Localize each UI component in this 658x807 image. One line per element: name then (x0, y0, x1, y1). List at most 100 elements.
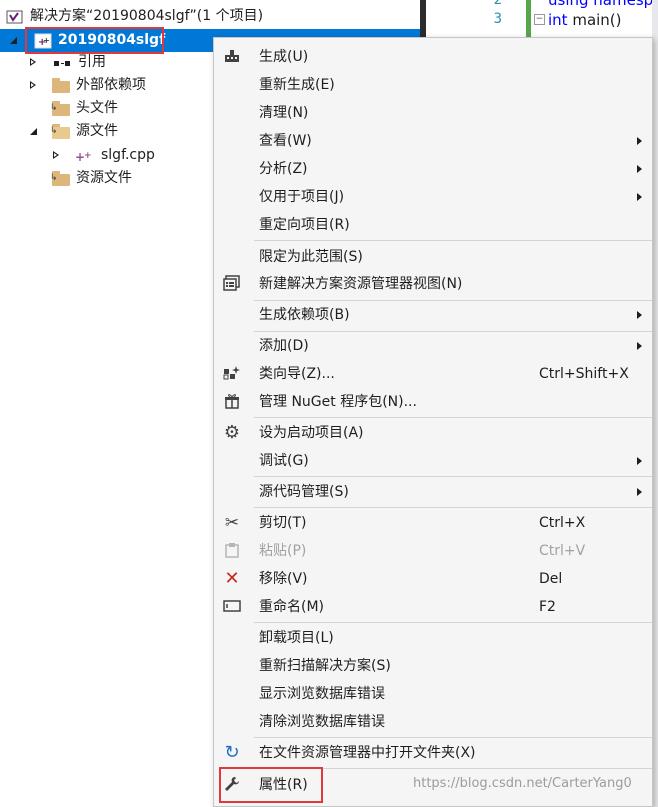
solution-node[interactable]: 解决方案“20190804slgf”(1 个项目) (6, 5, 263, 28)
menu-shortcut: F2 (539, 599, 556, 615)
menu-item-unload[interactable]: 卸载项目(L) (214, 624, 652, 652)
menu-label: 粘贴(P) (259, 543, 307, 559)
tree-item-label: 引用 (78, 54, 106, 70)
menu-label: 属性(R) (259, 777, 308, 793)
menu-label: 清除浏览数据库错误 (259, 714, 385, 730)
menu-item-paste[interactable]: 粘贴(P) Ctrl+V (214, 537, 652, 565)
visual-studio-solution-icon (6, 9, 24, 25)
menu-separator (254, 331, 652, 332)
menu-label: 限定为此范围(S) (259, 249, 363, 265)
menu-separator (254, 240, 652, 241)
class-wizard-icon (222, 365, 242, 383)
menu-separator (254, 300, 652, 301)
menu-label: 添加(D) (259, 338, 309, 354)
menu-label: 管理 NuGet 程序包(N)... (259, 394, 417, 410)
change-indicator (526, 0, 531, 40)
collapse-arrow-icon[interactable] (8, 29, 20, 52)
menu-item-startup[interactable]: ⚙ 设为启动项目(A) (214, 419, 652, 447)
collapse-box-icon[interactable]: − (534, 14, 545, 25)
svg-text:+: + (84, 151, 92, 161)
gear-icon: ⚙ (223, 422, 241, 443)
open-folder-icon: ↳ (50, 123, 70, 139)
expand-arrow-icon[interactable] (51, 144, 63, 167)
menu-item-source-control[interactable]: 源代码管理(S) (214, 478, 652, 506)
menu-item-clean[interactable]: 清理(N) (214, 99, 652, 127)
menu-label: 调试(G) (259, 453, 309, 469)
expand-arrow-icon[interactable] (28, 74, 40, 97)
editor-scrollbar[interactable] (652, 0, 658, 807)
tree-item-label: slgf.cpp (101, 147, 155, 163)
menu-item-rescan[interactable]: 重新扫描解决方案(S) (214, 652, 652, 680)
folder-icon (52, 77, 70, 93)
menu-item-remove[interactable]: ✕ 移除(V) Del (214, 565, 652, 593)
menu-separator (254, 476, 652, 477)
menu-item-view[interactable]: 查看(W) (214, 127, 652, 155)
menu-label: 移除(V) (259, 571, 308, 587)
menu-item-scope[interactable]: 限定为此范围(S) (214, 243, 652, 271)
menu-item-build-deps[interactable]: 生成依赖项(B) (214, 301, 652, 329)
menu-item-nuget[interactable]: 管理 NuGet 程序包(N)... (214, 388, 652, 416)
svg-text:+: + (43, 36, 50, 45)
menu-item-rename[interactable]: 重命名(M) F2 (214, 593, 652, 621)
menu-label: 清理(N) (259, 105, 309, 121)
menu-item-class-wizard[interactable]: 类向导(Z)... Ctrl+Shift+X (214, 360, 652, 388)
tree-item-header-files[interactable]: ↳ 头文件 (50, 97, 118, 120)
tree-item-source-files[interactable]: ↳ 源文件 (28, 120, 118, 143)
expand-arrow-icon[interactable] (28, 51, 40, 74)
menu-item-open-folder[interactable]: ↻ 在文件资源管理器中打开文件夹(X) (214, 739, 652, 767)
tree-item-label: 外部依赖项 (76, 77, 146, 93)
refresh-arrow-icon: ↻ (224, 742, 240, 763)
solution-label: 解决方案“20190804slgf”(1 个项目) (30, 8, 264, 24)
tree-item-resource-files[interactable]: ↳ 资源文件 (50, 167, 132, 190)
menu-label: 剪切(T) (259, 515, 307, 531)
rename-icon (222, 598, 242, 616)
tree-item-references[interactable]: 引用 (28, 51, 106, 74)
menu-shortcut: Ctrl+V (539, 543, 586, 559)
menu-item-retarget[interactable]: 重定向项目(R) (214, 211, 652, 239)
delete-x-icon: ✕ (224, 568, 240, 589)
references-icon (52, 55, 72, 71)
svg-text:+: + (38, 37, 46, 48)
svg-text:+: + (75, 150, 85, 164)
collapse-arrow-icon[interactable] (28, 120, 40, 143)
cpp-file-icon: ++ (75, 148, 95, 164)
wrench-icon (222, 776, 242, 794)
code-keyword: int (548, 11, 568, 29)
highlight-box-properties (219, 767, 323, 803)
code-line-3: int main() (548, 11, 622, 29)
menu-label: 类向导(Z)... (259, 366, 335, 382)
submenu-arrow-icon (637, 165, 642, 173)
menu-label: 仅用于项目(J) (259, 189, 345, 205)
code-line-2: using namespa (548, 0, 658, 9)
line-number: 3 (493, 11, 502, 27)
menu-item-rebuild[interactable]: 重新生成(E) (214, 71, 652, 99)
project-label: 20190804slgf (58, 32, 166, 48)
tree-item-slgf-cpp[interactable]: ++ slgf.cpp (51, 144, 155, 167)
menu-label: 显示浏览数据库错误 (259, 686, 385, 702)
menu-label: 源代码管理(S) (259, 484, 349, 500)
menu-item-build[interactable]: 生成(U) (214, 43, 652, 71)
submenu-arrow-icon (637, 342, 642, 350)
menu-item-clear-browse-errors[interactable]: 清除浏览数据库错误 (214, 708, 652, 736)
menu-label: 在文件资源管理器中打开文件夹(X) (259, 745, 476, 761)
menu-item-debug[interactable]: 调试(G) (214, 447, 652, 475)
scissors-icon: ✂ (224, 513, 240, 533)
submenu-arrow-icon (637, 137, 642, 145)
menu-item-new-view[interactable]: 新建解决方案资源管理器视图(N) (214, 270, 652, 298)
menu-label: 重新扫描解决方案(S) (259, 658, 391, 674)
menu-shortcut: Ctrl+X (539, 515, 586, 531)
watermark: https://blog.csdn.net/CarterYang0 (413, 776, 632, 791)
tree-item-external-deps[interactable]: 外部依赖项 (28, 74, 146, 97)
menu-label: 重命名(M) (259, 599, 325, 615)
menu-item-cut[interactable]: ✂ 剪切(T) Ctrl+X (214, 509, 652, 537)
menu-label: 新建解决方案资源管理器视图(N) (259, 276, 463, 292)
menu-item-show-browse-errors[interactable]: 显示浏览数据库错误 (214, 680, 652, 708)
submenu-arrow-icon (637, 488, 642, 496)
menu-item-analyze[interactable]: 分析(Z) (214, 155, 652, 183)
menu-item-project-only[interactable]: 仅用于项目(J) (214, 183, 652, 211)
menu-item-add[interactable]: 添加(D) (214, 332, 652, 360)
package-icon (222, 393, 242, 411)
menu-item-properties[interactable]: 属性(R) (214, 771, 652, 799)
code-text: main() (567, 11, 622, 29)
menu-shortcut: Ctrl+Shift+X (539, 366, 629, 382)
